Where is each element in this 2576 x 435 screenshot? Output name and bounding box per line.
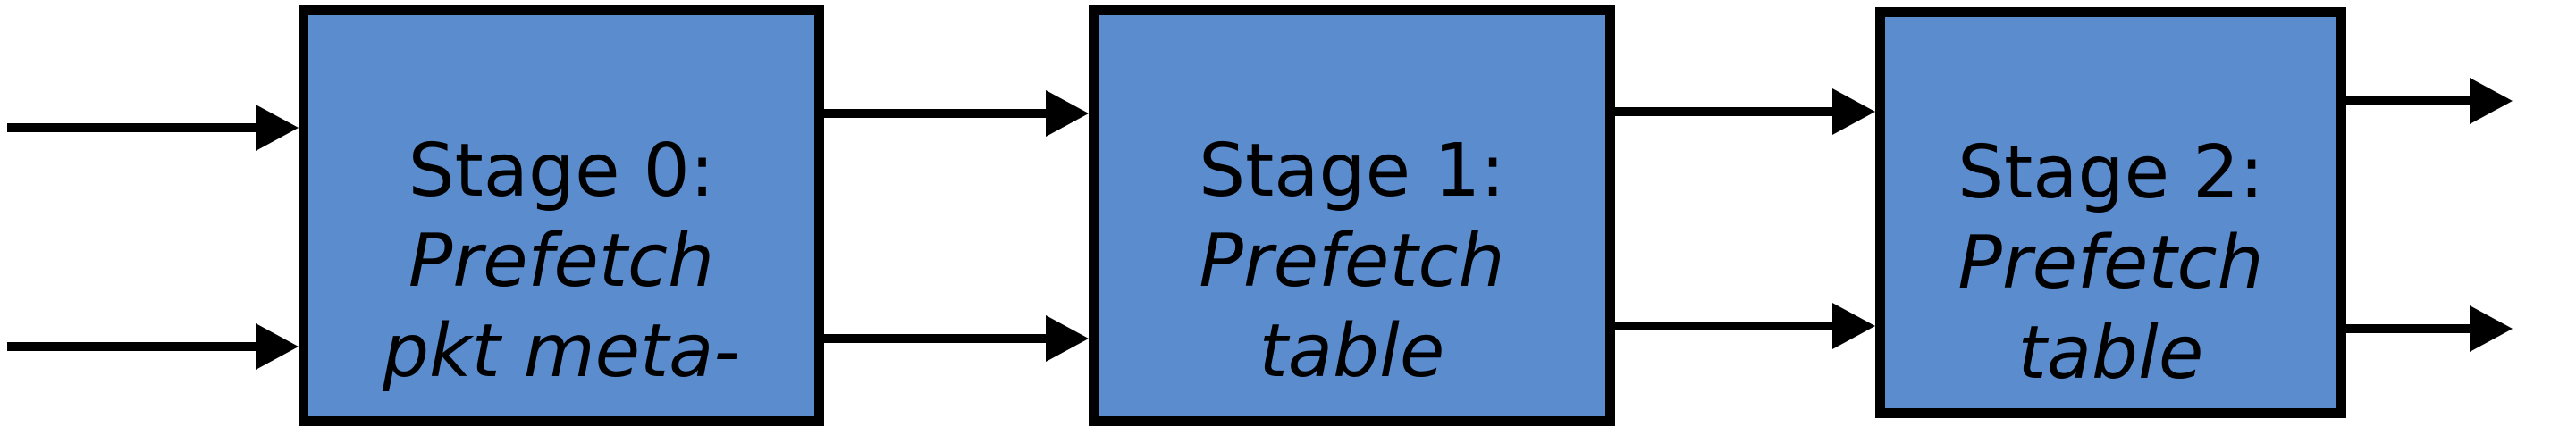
arrowhead-icon bbox=[1046, 315, 1089, 362]
arrowhead-icon bbox=[1832, 88, 1875, 135]
arrowhead-icon bbox=[1046, 90, 1089, 137]
stage-1-box: Stage 1: Prefetch table bbox=[1089, 5, 1615, 426]
arrow-shaft bbox=[1615, 107, 1839, 116]
stage-0-subtitle-line-1: Prefetch bbox=[408, 219, 715, 304]
arrow-shaft bbox=[1615, 322, 1839, 330]
stage0-to-stage1-arrow-bottom-icon bbox=[824, 315, 1089, 362]
arrow-shaft bbox=[7, 123, 263, 132]
stage-2-box: Stage 2: Prefetch table bbox=[1875, 7, 2346, 418]
stage-1-title: Stage 1: bbox=[1199, 129, 1505, 213]
stage-0-subtitle-line-2: pkt meta- bbox=[382, 309, 741, 394]
arrow-shaft bbox=[2346, 96, 2477, 105]
stage-2-subtitle-line-1: Prefetch bbox=[1957, 221, 2264, 305]
arrowhead-icon bbox=[2470, 305, 2513, 352]
arrowhead-icon bbox=[2470, 78, 2513, 124]
stage1-to-stage2-arrow-bottom-icon bbox=[1615, 303, 1875, 349]
arrowhead-icon bbox=[1832, 303, 1875, 349]
stage-1-subtitle-line-1: Prefetch bbox=[1199, 219, 1505, 304]
output-arrow-bottom-icon bbox=[2346, 305, 2513, 352]
arrow-shaft bbox=[824, 109, 1053, 118]
stage-1-subtitle-line-2: table bbox=[1259, 309, 1445, 394]
arrowhead-icon bbox=[256, 323, 299, 370]
input-arrow-bottom-icon bbox=[7, 323, 299, 370]
stage-2-title: Stage 2: bbox=[1957, 130, 2264, 215]
stage-2-subtitle-line-2: table bbox=[2017, 311, 2204, 396]
output-arrow-top-icon bbox=[2346, 78, 2513, 124]
arrow-shaft bbox=[2346, 324, 2477, 333]
stage0-to-stage1-arrow-top-icon bbox=[824, 90, 1089, 137]
stage1-to-stage2-arrow-top-icon bbox=[1615, 88, 1875, 135]
arrowhead-icon bbox=[256, 105, 299, 151]
input-arrow-top-icon bbox=[7, 105, 299, 151]
arrow-shaft bbox=[7, 342, 263, 351]
arrow-shaft bbox=[824, 334, 1053, 343]
stage-0-box: Stage 0: Prefetch pkt meta- bbox=[299, 5, 824, 426]
stage-0-title: Stage 0: bbox=[408, 129, 715, 213]
